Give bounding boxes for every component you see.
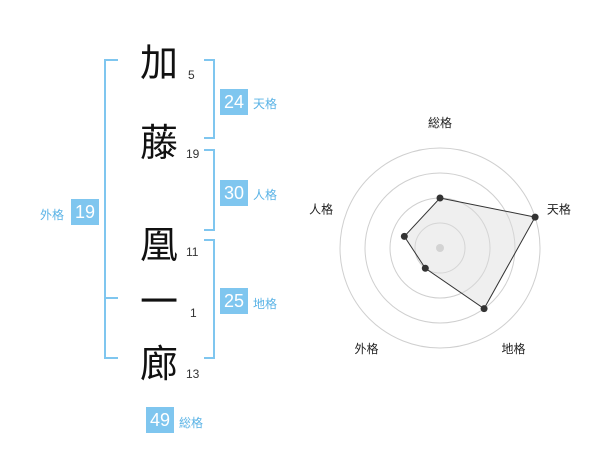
radar-axis-label-2: 天格 [547,201,571,216]
soukaku-label: 総格 [179,416,204,430]
radar-axis-label-5: 人格 [309,201,333,216]
radar-point-2 [531,213,539,221]
stroke-count-5: 13 [186,367,200,381]
radar-ring-3 [364,172,516,324]
radar-point-1 [436,194,444,202]
name-char-4: 一 [140,280,179,324]
soukaku-value: 49 [146,407,174,433]
radar-axis-label-1: 総格 [428,115,452,130]
radar-point-5 [400,232,408,240]
name-char-1: 加 [140,41,179,85]
chikaku-bracket [204,239,215,359]
stroke-count-2: 19 [186,147,200,161]
tenkaku-bracket [204,59,215,139]
jinkaku-bracket [204,149,215,231]
gaikaku-value: 19 [71,199,99,225]
name-char-3: 凰 [140,223,179,267]
gaikaku-label: 外格 [40,208,65,222]
name-char-2: 藤 [140,121,179,165]
radar-point-4 [421,264,429,272]
radar-axis-label-3: 地格 [501,341,525,356]
tenkaku-label: 天格 [253,97,278,111]
name-char-5: 廊 [140,342,179,386]
chikaku-label: 地格 [253,297,278,311]
chikaku-value: 25 [220,288,248,314]
jinkaku-label: 人格 [253,188,278,202]
radar-point-3 [480,305,488,313]
tenkaku-value: 24 [220,89,248,115]
stroke-count-4: 1 [190,306,197,320]
radar-ring-1 [414,222,466,274]
radar-ring-4 [339,147,541,349]
jinkaku-value: 30 [220,180,248,206]
gaikaku-bracket [104,59,118,359]
stroke-count-1: 5 [188,68,195,82]
radar-center [436,244,444,252]
radar-axis-label-4: 外格 [355,341,379,356]
radar-polygon [403,197,536,310]
stroke-count-3: 11 [186,245,199,259]
